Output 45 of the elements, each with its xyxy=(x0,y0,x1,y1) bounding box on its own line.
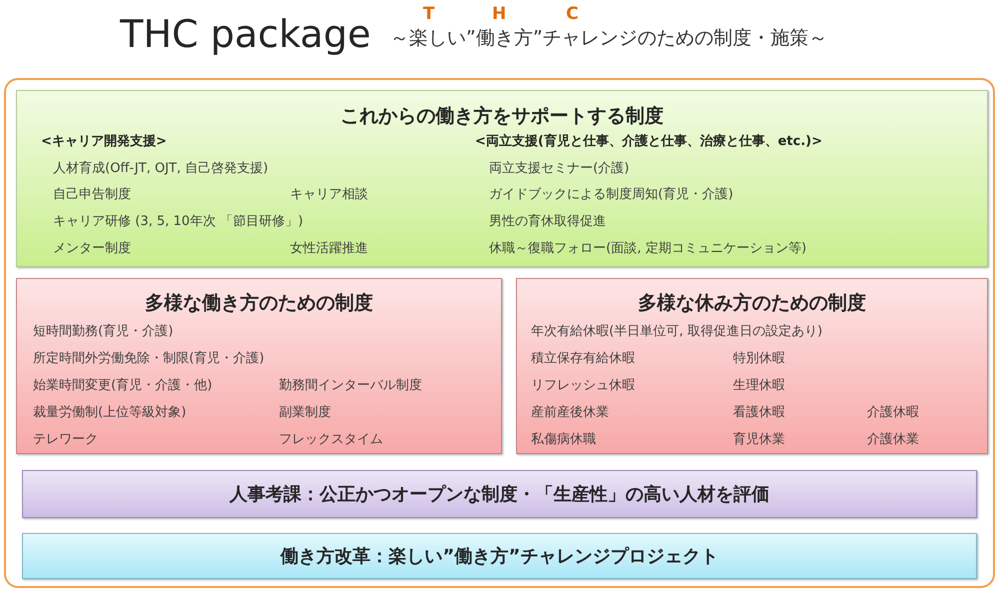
title: THC package xyxy=(120,12,371,56)
acronym-letter: H xyxy=(492,4,506,24)
panel-heading: これからの働き方をサポートする制度 xyxy=(340,104,664,129)
list-item: 特別休暇 xyxy=(733,350,785,367)
list-item: 育児休業 xyxy=(733,430,785,448)
list-item: 副業制度 xyxy=(279,404,331,421)
banner: 人事考課：公正かつオープンな制度・「生産性」の高い人材を評価 xyxy=(22,470,977,518)
subtitle: ～楽しい”働き方”チャレンジのための制度・施策～ xyxy=(390,26,828,51)
list-item: 始業時間変更(育児・介護・他) xyxy=(33,376,212,394)
list-item: テレワーク xyxy=(33,431,98,448)
list-item: 両立支援セミナー(介護) xyxy=(489,160,630,177)
list-item: 所定時間外労働免除・制限(育児・介護) xyxy=(33,350,264,367)
panel xyxy=(16,278,502,454)
list-item: キャリア研修 (3, 5, 10年次 「節目研修」) xyxy=(53,213,304,230)
list-item: キャリア相談 xyxy=(290,186,368,203)
list-item: 看護休暇 xyxy=(733,404,785,421)
list-item: 勤務間インターバル制度 xyxy=(279,377,422,394)
section-heading: <両立支援(育児と仕事、介護と仕事、治療と仕事、etc.)> xyxy=(475,132,822,150)
list-item: メンター制度 xyxy=(53,240,131,257)
panel-heading: 多様な働き方のための制度 xyxy=(145,291,373,316)
list-item: ガイドブックによる制度周知(育児・介護) xyxy=(489,186,734,203)
list-item: 女性活躍推進 xyxy=(290,240,368,257)
list-item: 短時間勤務(育児・介護) xyxy=(33,322,174,340)
list-item: 介護休業 xyxy=(867,431,919,448)
list-item: 裁量労働制(上位等級対象) xyxy=(33,404,186,421)
list-item: 男性の育休取得促進 xyxy=(489,212,606,230)
acronym-letter: T xyxy=(423,4,435,24)
list-item: 人材育成(Off-JT, OJT, 自己啓発支援) xyxy=(53,160,268,177)
acronym-letter: C xyxy=(566,4,578,24)
list-item: フレックスタイム xyxy=(279,431,383,448)
section-heading: <キャリア開発支援> xyxy=(41,133,167,150)
panel-heading: 多様な休み方のための制度 xyxy=(638,291,866,316)
list-item: 休職～復職フォロー(面談, 定期コミュニケーション等) xyxy=(489,240,806,257)
list-item: 自己申告制度 xyxy=(53,186,131,203)
list-item: 産前産後休業 xyxy=(531,404,609,421)
list-item: 私傷病休職 xyxy=(531,431,596,448)
list-item: 生理休暇 xyxy=(733,377,785,394)
outer-frame xyxy=(4,78,995,588)
panel xyxy=(516,278,988,454)
list-item: 年次有給休暇(半日単位可, 取得促進日の設定あり) xyxy=(531,323,822,340)
list-item: リフレッシュ休暇 xyxy=(531,377,635,394)
banner: 働き方改革：楽しい”働き方”チャレンジプロジェクト xyxy=(22,533,977,579)
panel xyxy=(16,90,988,267)
list-item: 介護休暇 xyxy=(867,404,919,421)
list-item: 積立保存有給休暇 xyxy=(531,350,635,367)
